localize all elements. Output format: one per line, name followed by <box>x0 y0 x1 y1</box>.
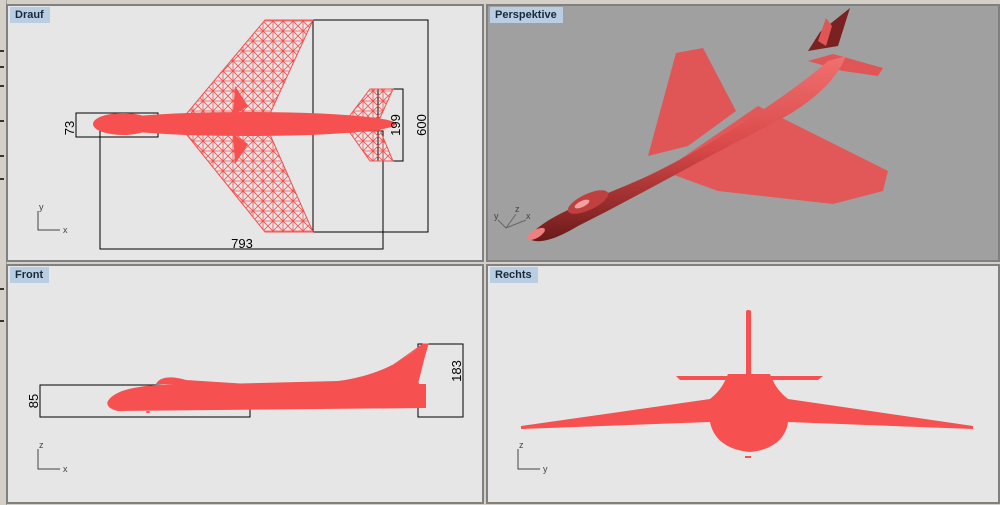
axis-widget <box>37 211 60 231</box>
toolbar-tick <box>0 120 4 122</box>
axis-label-y: y <box>39 202 44 212</box>
axis-label-z: z <box>515 204 520 214</box>
toolbar-tick <box>0 288 4 290</box>
dimension-label: 199 <box>388 114 403 136</box>
viewport-title-perspective[interactable]: Perspektive <box>490 7 563 23</box>
perspective-view-scene: y z x <box>494 8 888 242</box>
axis-label-x: x <box>63 225 68 235</box>
aircraft-wireframe-front <box>107 343 429 413</box>
dimension-label: 73 <box>62 121 77 135</box>
top-view-scene: 73 793 199 600 y x <box>37 19 429 251</box>
axis-widget-3d <box>497 213 527 229</box>
front-view-scene: 85 183 z x <box>26 343 464 474</box>
viewport-perspective[interactable]: Perspektive <box>486 4 1000 262</box>
aircraft-shaded-perspective <box>527 8 888 242</box>
dimension-label: 600 <box>414 114 429 136</box>
aircraft-wireframe-top <box>93 19 396 233</box>
axis-label-z: z <box>519 440 524 450</box>
viewport-top[interactable]: Drauf 73 793 199 600 <box>6 4 484 262</box>
toolbar-tick <box>0 155 4 157</box>
axis-widget <box>517 449 540 470</box>
aircraft-wireframe-right <box>521 310 973 458</box>
viewport-title-right[interactable]: Rechts <box>490 267 538 283</box>
toolbar-tick <box>0 66 4 68</box>
viewport-front[interactable]: Front 85 183 z x <box>6 264 484 504</box>
right-view-scene: z y <box>517 310 973 474</box>
dimension-label: 183 <box>449 360 464 382</box>
dimension-label: 85 <box>26 394 41 408</box>
dimension-label: 793 <box>231 236 253 251</box>
axis-label-x: x <box>526 211 531 221</box>
toolbar-tick <box>0 85 4 87</box>
viewport-title-front[interactable]: Front <box>10 267 50 283</box>
toolbar-tick <box>0 178 4 180</box>
axis-label-z: z <box>39 440 44 450</box>
toolbar-tick <box>0 320 4 322</box>
axis-widget <box>37 449 60 470</box>
axis-label-y: y <box>543 464 548 474</box>
axis-label-y: y <box>494 211 499 221</box>
viewport-right[interactable]: Rechts z y <box>486 264 1000 504</box>
toolbar-tick <box>0 50 4 52</box>
viewport-title-top[interactable]: Drauf <box>10 7 50 23</box>
axis-label-x: x <box>63 464 68 474</box>
